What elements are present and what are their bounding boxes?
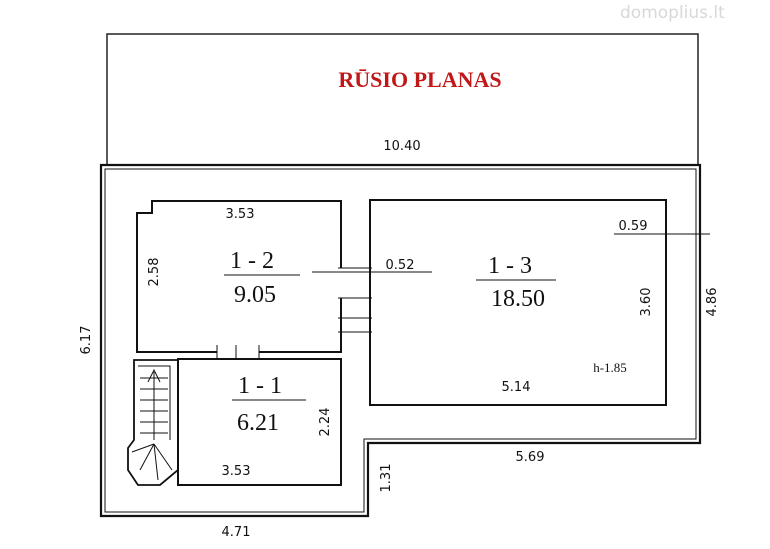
room-1-3-height: 3.60: [639, 288, 654, 317]
dim-bottom-right-width: 5.69: [516, 450, 545, 465]
room-1-1-id: 1 - 1: [238, 373, 282, 399]
dim-step-height: 1.31: [379, 464, 394, 493]
room-1-3-id: 1 - 3: [488, 253, 532, 279]
room-1-3-wall: 0.59: [619, 219, 648, 234]
room-1-2: [136, 200, 342, 353]
room-1-2-area: 9.05: [234, 282, 276, 308]
room-1-2-height: 2.58: [147, 258, 162, 287]
upper-frame: [106, 33, 699, 165]
room-1-3: [369, 199, 667, 406]
room-1-3-width: 5.14: [502, 380, 531, 395]
door-1-2-to-1-1: [217, 345, 259, 359]
dim-left-height: 6.17: [79, 326, 94, 355]
outer-wall: [99, 163, 702, 518]
room-1-1-area: 6.21: [237, 410, 279, 436]
dim-bottom-width: 4.71: [222, 525, 251, 540]
dim-top-width: 10.40: [383, 139, 420, 154]
stair-arrow-icon: [147, 368, 161, 383]
outer-wall-inner: [104, 168, 697, 513]
room-1-2-id: 1 - 2: [230, 248, 274, 274]
staircase: [127, 359, 179, 486]
dim-opening: 0.52: [386, 258, 415, 273]
room-1-3-area: 18.50: [491, 286, 545, 312]
room-1-1-width: 3.53: [222, 464, 251, 479]
dim-right-height: 4.86: [705, 288, 720, 317]
watermark: domoplius.lt: [620, 3, 725, 23]
room-1-1-height: 2.24: [318, 408, 333, 437]
room-1-3-ceiling-note: h-1.85: [593, 360, 627, 375]
plan-title: RŪSIO PLANAS: [338, 67, 501, 92]
room-1-2-width: 3.53: [226, 207, 255, 222]
